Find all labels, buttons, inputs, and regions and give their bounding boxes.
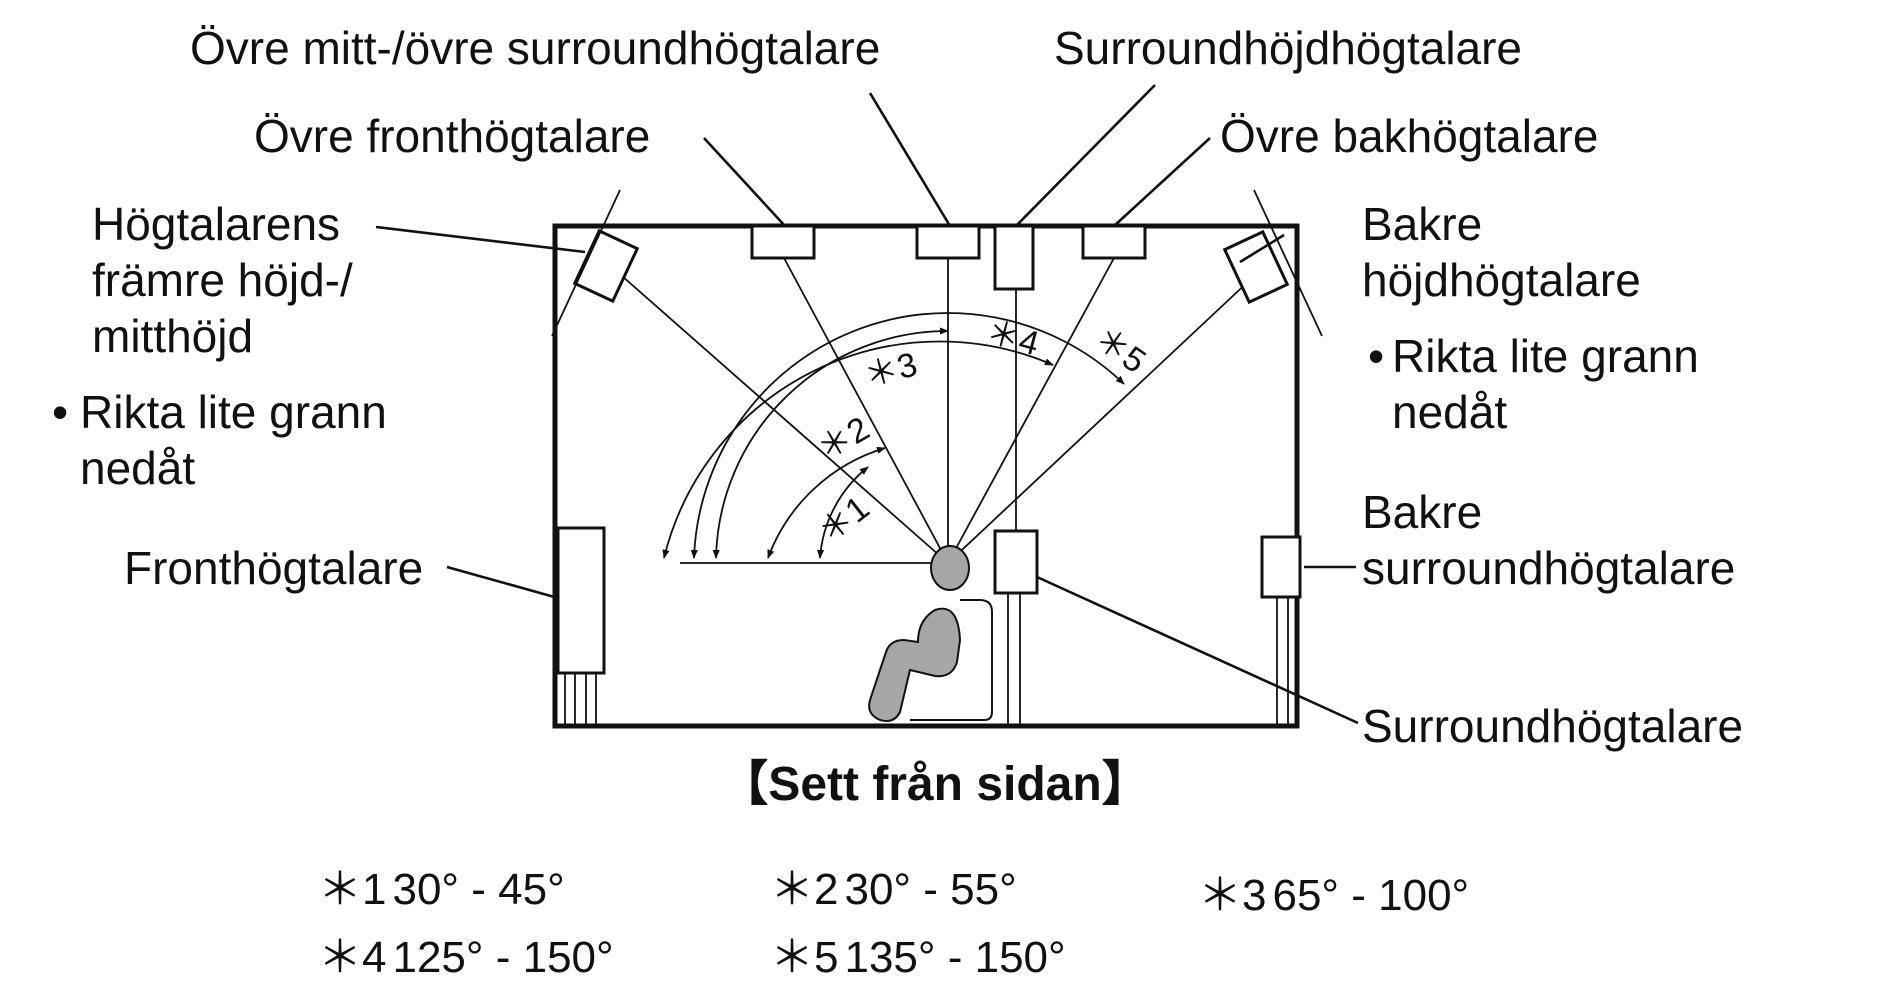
angle-marks: ＊1 ＊2 ＊3 ＊4 ＊5 (811, 313, 1153, 551)
listener (868, 545, 993, 722)
label-surround-back-line-2: surroundhögtalare (1362, 542, 1735, 594)
listener-body (868, 607, 962, 722)
surround-back-speaker (1260, 535, 1302, 726)
leader-front-height (375, 225, 586, 254)
leader-top-middle (868, 92, 952, 227)
label-rear-height-line-2: höjdhögtalare (1362, 254, 1641, 306)
surround-speaker (993, 529, 1039, 726)
leader-rear-height (1239, 233, 1285, 264)
angle-mark-4: ＊4 (982, 313, 1043, 363)
label-surround-height: Surroundhöjdhögtalare (1054, 22, 1522, 74)
front-speaker-cabinet (556, 526, 606, 675)
label-rear-height-note-line-2: nedåt (1392, 386, 1507, 438)
front-height-direction-line (551, 189, 621, 337)
label-front-height-line-3: mitthöjd (92, 310, 253, 362)
angle-lines (621, 257, 1253, 564)
surround-height-speaker (993, 224, 1035, 291)
arc-4 (662, 340, 1054, 559)
label-surround: Surroundhögtalare (1362, 700, 1743, 752)
label-top-middle: Övre mitt-/övre surroundhögtalare (190, 22, 880, 74)
rear-height-direction-line (1253, 189, 1323, 337)
legend-range-4: 125° - 150° (392, 933, 613, 982)
leader-top-rear (1113, 137, 1211, 227)
surround-back-speaker-cabinet (1260, 535, 1302, 599)
label-rear-height-note-line-1: Rikta lite grann (1392, 330, 1699, 382)
leader-front (446, 565, 559, 600)
top-front-speaker (750, 224, 816, 260)
legend-range-1: 30° - 45° (392, 865, 564, 914)
label-top-front: Övre fronthögtalare (254, 110, 650, 162)
line-to-top-rear (947, 257, 1115, 564)
label-surround-back-line-1: Bakre (1362, 486, 1482, 538)
legend-mark-5: ＊5 (770, 933, 838, 982)
angle-mark-3: ＊3 (860, 345, 921, 395)
surround-speaker-cabinet (993, 529, 1039, 595)
rear-height-note-bullet: • (1368, 330, 1384, 382)
legend-range-3: 65° - 100° (1272, 871, 1469, 920)
label-rear-height-line-1: Bakre (1362, 198, 1482, 250)
leader-surround (1036, 575, 1359, 725)
diagram-caption: 【Sett från sidan】 (720, 758, 1149, 811)
top-rear-speaker (1081, 224, 1147, 260)
label-front: Fronthögtalare (124, 542, 423, 594)
legend-range-2: 30° - 55° (844, 865, 1016, 914)
legend-mark-2: ＊2 (770, 865, 838, 914)
label-front-height-note-line-1: Rikta lite grann (80, 386, 387, 438)
front-height-speaker (572, 228, 640, 304)
leader-lines (375, 84, 1359, 725)
angle-mark-2: ＊2 (811, 410, 876, 469)
leader-surround-height (1015, 84, 1156, 227)
label-front-height-line-1: Högtalarens (92, 198, 340, 250)
front-height-note-bullet: • (52, 386, 68, 438)
legend-mark-3: ＊3 (1198, 871, 1266, 920)
top-middle-speaker (915, 224, 981, 260)
front-speaker (556, 526, 606, 726)
label-top-rear: Övre bakhögtalare (1220, 110, 1598, 162)
line-to-front-height (621, 275, 949, 564)
angle-arcs (662, 312, 1125, 559)
rear-height-speaker (1222, 229, 1290, 305)
label-front-height-note-line-2: nedåt (80, 442, 195, 494)
legend-mark-1: ＊1 (318, 865, 386, 914)
legend-mark-4: ＊4 (318, 933, 386, 982)
ceiling-speakers (750, 224, 1147, 291)
angle-mark-5: ＊5 (1087, 319, 1152, 380)
legend-range-5: 135° - 150° (844, 933, 1065, 982)
listener-head (930, 545, 970, 591)
leader-top-front (703, 137, 786, 227)
arc-5 (690, 312, 1125, 559)
label-front-height-line-2: främre höjd-/ (92, 254, 353, 306)
